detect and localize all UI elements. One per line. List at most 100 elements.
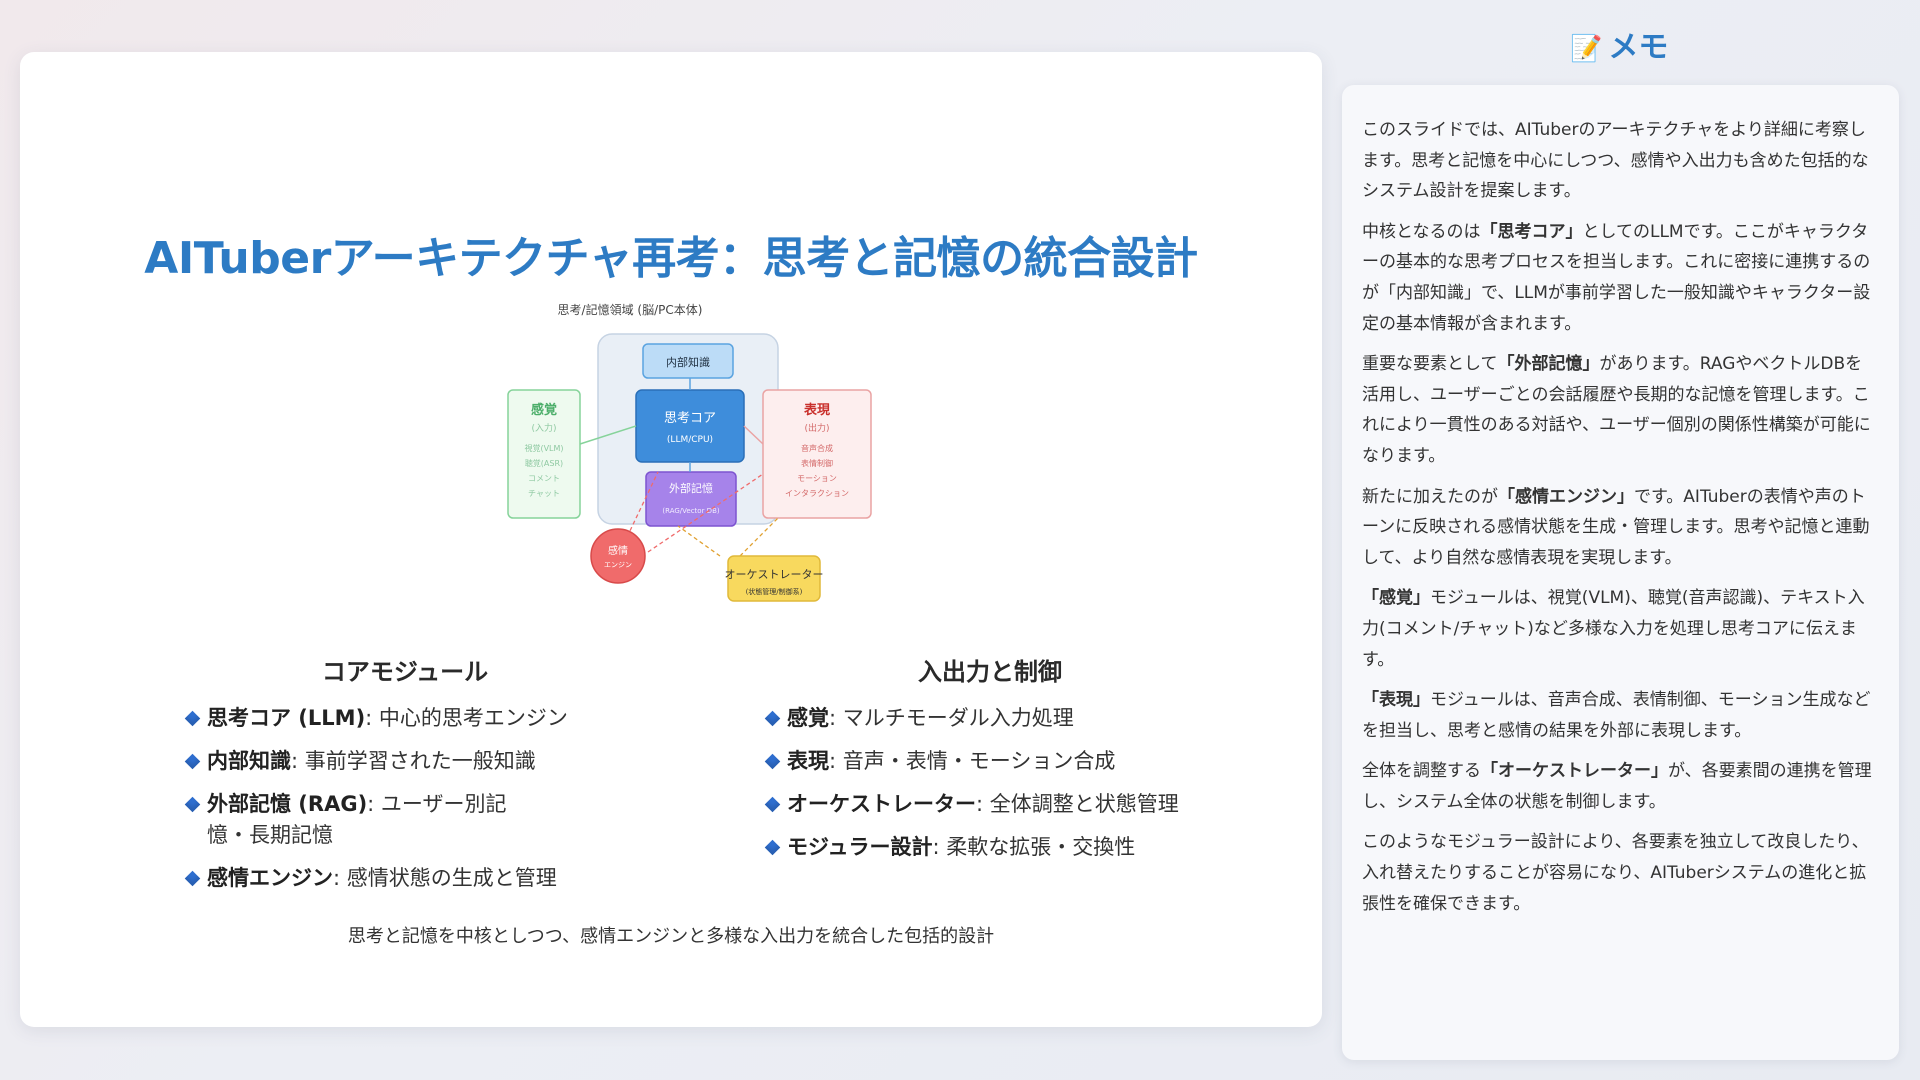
memo-header: 📝メモ	[1570, 22, 1668, 66]
memo-paragraph: 中核となるのは「思考コア」としてのLLMです。ここがキャラクターの基本的な思考プ…	[1362, 217, 1879, 339]
memo-title: メモ	[1608, 30, 1669, 65]
io-control-list: 感覚: マルチモーダル入力処理 表現: 音声・表情・モーション合成 オーケストレ…	[764, 703, 1225, 863]
thought-core-box	[635, 389, 745, 463]
memo-icon: 📝	[1570, 34, 1603, 64]
list-item-term: 思考コア (LLM)	[207, 706, 366, 730]
expression-item: 表情制御	[801, 458, 833, 468]
list-item: 思考コア (LLM): 中心的思考エンジン	[184, 703, 627, 734]
list-item-desc: : 音声・表情・モーション合成	[829, 749, 1116, 773]
expression-item: モーション	[797, 474, 837, 483]
diamond-bullet-icon	[184, 870, 201, 887]
memo-text: 新たに加えたのが	[1362, 486, 1498, 507]
sense-sub: (入力)	[531, 422, 556, 434]
slide-canvas: AITuberアーキテクチャ再考：思考と記憶の統合設計 思考/記憶領域 (脳/P…	[20, 52, 1322, 1027]
list-item-term: 感情エンジン	[207, 866, 333, 890]
diamond-bullet-icon	[184, 753, 201, 770]
memo-paragraph: このようなモジュラー設計により、各要素を独立して改良したり、入れ替えたりすること…	[1362, 827, 1879, 919]
list-item-desc: : 事前学習された一般知識	[291, 749, 536, 773]
list-item-desc: : マルチモーダル入力処理	[829, 706, 1074, 730]
expression-item: インタラクション	[785, 489, 849, 498]
external-memory-sub: (RAG/Vector DB)	[662, 507, 719, 515]
list-item-desc: : ユーザー別記憶・長期記憶	[207, 792, 507, 847]
memo-text: このスライドでは、AITuberのアーキテクチャをより詳細に考察します。思考と記…	[1362, 120, 1869, 202]
memo-text: モジュールは、音声合成、表情制御、モーション生成などを担当し、思考と感情の結果を…	[1362, 690, 1871, 741]
memo-text-bold: 「感情エンジン」	[1498, 486, 1634, 507]
diamond-bullet-icon	[184, 796, 201, 813]
emotion-engine-label: 感情	[608, 544, 628, 557]
memo-panel[interactable]: このスライドでは、AITuberのアーキテクチャをより詳細に考察します。思考と記…	[1342, 85, 1899, 1060]
list-item: 感情エンジン: 感情状態の生成と管理	[184, 863, 627, 894]
external-memory-label: 外部記憶	[669, 481, 713, 495]
list-item: 外部記憶 (RAG): ユーザー別記憶・長期記憶	[184, 789, 537, 851]
core-modules-list: 思考コア (LLM): 中心的思考エンジン 内部知識: 事前学習された一般知識 …	[184, 703, 645, 894]
memo-text: モジュールは、視覚(VLM)、聴覚(音声認識)、テキスト入力(コメント/チャット…	[1362, 588, 1865, 670]
memo-paragraph: 「感覚」モジュールは、視覚(VLM)、聴覚(音声認識)、テキスト入力(コメント/…	[1362, 583, 1879, 675]
io-control-heading: 入出力と制御	[918, 658, 1062, 686]
arrow-orchestrator-expression	[739, 517, 779, 557]
memo-text: 全体を調整する	[1362, 761, 1481, 782]
memo-text-bold: 「思考コア」	[1480, 221, 1583, 242]
arrow-core-expression	[743, 425, 764, 445]
list-item: モジュラー設計: 柔軟な拡張・交換性	[764, 832, 1207, 863]
core-modules-column: コアモジュール 思考コア (LLM): 中心的思考エンジン 内部知識: 事前学習…	[184, 652, 645, 906]
arrow-orchestrator-memory	[677, 525, 721, 557]
sense-item: 視覚(VLM)	[524, 443, 563, 453]
memo-text: 重要な要素として	[1362, 354, 1498, 375]
sense-item: 聴覚(ASR)	[525, 458, 563, 468]
list-item-desc: : 柔軟な拡張・交換性	[932, 835, 1136, 859]
sense-box	[507, 389, 581, 519]
region-label: 思考/記憶領域 (脳/PC本体)	[558, 302, 703, 317]
memo-text-bold: 「オーケストレーター」	[1481, 761, 1668, 782]
memo-paragraph: 新たに加えたのが「感情エンジン」です。AITuberの表情や声のトーンに反映され…	[1362, 482, 1879, 574]
memo-text-bold: 「感覚」	[1362, 588, 1430, 609]
list-item-term: 感覚	[787, 706, 829, 730]
diamond-bullet-icon	[184, 710, 201, 727]
list-item: 感覚: マルチモーダル入力処理	[764, 703, 1207, 734]
memo-text: が、各要素間の連携を管理し、システム全体の状態を制御します。	[1362, 761, 1872, 812]
list-item: オーケストレーター: 全体調整と状態管理	[764, 789, 1197, 820]
memo-text-bold: 「表現」	[1362, 690, 1430, 711]
memo-paragraph: このスライドでは、AITuberのアーキテクチャをより詳細に考察します。思考と記…	[1362, 115, 1879, 207]
diamond-bullet-icon	[764, 796, 781, 813]
architecture-diagram: 思考/記憶領域 (脳/PC本体) 内部知識 思考コア (LLM/CPU) 外部記…	[488, 302, 888, 604]
memo-paragraph: 重要な要素として「外部記憶」があります。RAGやベクトルDBを活用し、ユーザーご…	[1362, 349, 1879, 471]
expression-sub: (出力)	[804, 422, 829, 434]
sense-label: 感覚	[531, 402, 557, 418]
memo-paragraph: 全体を調整する「オーケストレーター」が、各要素間の連携を管理し、システム全体の状…	[1362, 756, 1879, 817]
memo-text: としてのLLMです。ここがキャラクターの基本的な思考プロセスを担当します。これに…	[1362, 221, 1871, 334]
list-item-term: 表現	[787, 749, 829, 773]
thought-core-label: 思考コア	[664, 411, 716, 426]
memo-text: 中核となるのは	[1362, 221, 1481, 242]
emotion-engine-sub: エンジン	[604, 561, 632, 569]
io-control-column: 入出力と制御 感覚: マルチモーダル入力処理 表現: 音声・表情・モーション合成…	[764, 652, 1225, 875]
memo-paragraph: 「表現」モジュールは、音声合成、表情制御、モーション生成などを担当し、思考と感情…	[1362, 685, 1879, 746]
internal-knowledge-label: 内部知識	[666, 355, 710, 369]
list-item-desc: : 全体調整と状態管理	[976, 792, 1179, 816]
list-item: 表現: 音声・表情・モーション合成	[764, 746, 1207, 777]
thought-core-sub: (LLM/CPU)	[667, 435, 713, 445]
memo-text: このようなモジュラー設計により、各要素を独立して改良したり、入れ替えたりすること…	[1362, 832, 1869, 914]
orchestrator-label: オーケストレーター	[725, 568, 824, 581]
orchestrator-sub: (状態管理/制御系)	[746, 587, 803, 596]
expression-box	[762, 389, 872, 519]
module-columns: コアモジュール 思考コア (LLM): 中心的思考エンジン 内部知識: 事前学習…	[165, 652, 1205, 902]
orchestrator-box	[727, 555, 821, 602]
architecture-diagram-svg: 思考/記憶領域 (脳/PC本体) 内部知識 思考コア (LLM/CPU) 外部記…	[507, 302, 872, 602]
memo-text: があります。RAGやベクトルDBを活用し、ユーザーごとの会話履歴や長期的な記憶を…	[1362, 354, 1871, 466]
slide-caption: 思考と記憶を中核としつつ、感情エンジンと多様な入出力を統合した包括的設計	[347, 926, 995, 947]
diamond-bullet-icon	[764, 839, 781, 856]
list-item-term: オーケストレーター	[787, 792, 976, 816]
external-memory-box	[645, 471, 737, 527]
list-item-desc: : 中心的思考エンジン	[365, 706, 568, 730]
list-item-desc: : 感情状態の生成と管理	[333, 866, 557, 890]
memo-text-bold: 「外部記憶」	[1497, 354, 1600, 375]
internal-knowledge-box	[642, 343, 734, 379]
list-item-term: 内部知識	[207, 749, 291, 773]
expression-label: 表現	[803, 402, 830, 418]
diamond-bullet-icon	[764, 753, 781, 770]
sense-item: コメント	[528, 474, 560, 483]
core-modules-heading: コアモジュール	[321, 658, 489, 686]
slide-title: AITuberアーキテクチャ再考：思考と記憶の統合設計	[144, 233, 1198, 284]
arrow-sense-core	[579, 425, 637, 445]
memo-text: です。AITuberの表情や声のトーンに反映される感情状態を生成・管理します。思…	[1362, 486, 1870, 568]
